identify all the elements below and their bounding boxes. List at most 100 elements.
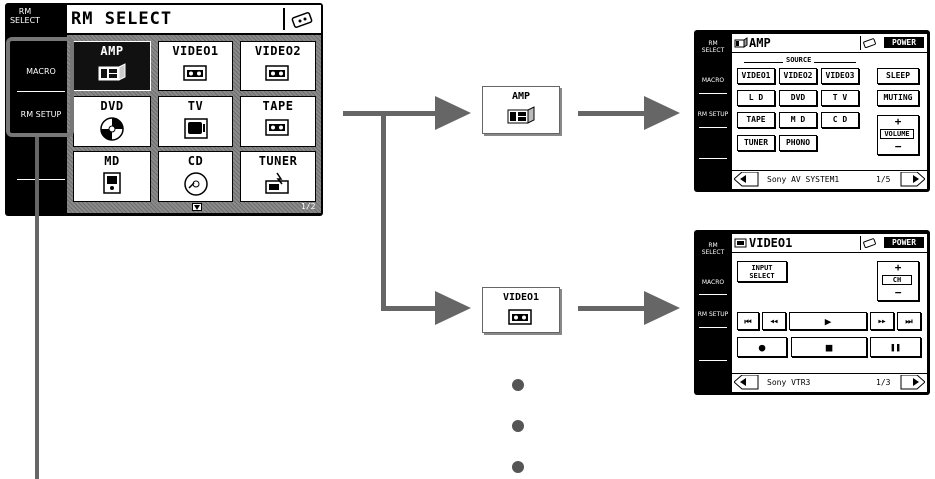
video1-screen-title: VIDEO1 [749, 236, 793, 250]
page-next-icon[interactable] [899, 375, 925, 390]
rail-divider [699, 327, 727, 328]
arrow-head-icon [435, 291, 471, 325]
volume-up-button[interactable]: + [894, 115, 902, 128]
rm-select-corner-label: RM SELECT [9, 7, 41, 25]
pause-button[interactable]: ❚❚ [870, 337, 921, 357]
source-video3-button[interactable]: VIDEO3 [821, 68, 859, 84]
remote-icon[interactable] [863, 37, 877, 48]
page-title: RM SELECT [71, 9, 173, 29]
video-icon [734, 238, 747, 248]
rewind-button[interactable]: ◀◀ [762, 312, 786, 330]
video-icon [265, 65, 289, 81]
ellipsis-dot [512, 420, 524, 432]
page-indicator: 1/5 [876, 175, 891, 184]
channel-down-button[interactable]: − [894, 286, 902, 299]
source-dvd-button[interactable]: DVD [779, 90, 817, 106]
title-divider [860, 236, 861, 250]
rail-item-rm-setup[interactable]: RM SETUP [20, 110, 62, 119]
rail-item-rm-setup[interactable]: RM SETUP [697, 311, 729, 318]
status-divider [732, 170, 927, 171]
rail-divider [699, 158, 727, 159]
rail-divider [17, 179, 65, 180]
tile-md[interactable]: MD [73, 151, 151, 202]
channel-up-button[interactable]: + [894, 261, 902, 274]
power-button[interactable]: POWER [884, 237, 924, 248]
tile-tuner[interactable]: TUNER [240, 151, 316, 202]
rm-select-corner-label[interactable]: RM SELECT [701, 40, 725, 54]
tile-amp[interactable]: AMP [73, 41, 151, 91]
channel-label: CH [882, 275, 912, 285]
rm-setup-connector-line [35, 137, 39, 479]
ellipsis-dot [512, 379, 524, 391]
page-prev-icon[interactable] [734, 172, 760, 187]
status-divider [732, 373, 927, 374]
tape-icon [265, 119, 289, 136]
mini-tile-video1: VIDEO1 [482, 287, 560, 333]
rail-divider [699, 294, 727, 295]
source-tape-button[interactable]: TAPE [737, 112, 775, 128]
play-button[interactable]: ▶ [789, 312, 867, 330]
input-select-button[interactable]: INPUT SELECT [737, 261, 787, 282]
amp-screen: RM SELECT MACRO RM SETUP AMP POWER SOURC… [694, 30, 930, 192]
arrow-to-amp-screen [578, 111, 648, 116]
rail-item-rm-setup[interactable]: RM SETUP [697, 111, 729, 118]
connector-line [343, 111, 385, 116]
status-text: Sony AV SYSTEM1 [767, 175, 840, 184]
title-underline [732, 52, 927, 53]
source-phono-button[interactable]: PHONO [779, 135, 817, 151]
source-video1-button[interactable]: VIDEO1 [737, 68, 775, 84]
fast-forward-button[interactable]: ▶▶ [870, 312, 894, 330]
skip-back-button[interactable]: ⏮ [737, 312, 759, 330]
tile-cd[interactable]: CD [158, 151, 233, 202]
cd-icon [183, 172, 208, 196]
ellipsis-dot [512, 461, 524, 473]
rm-select-screen: RM SELECT MACRO RM SETUP RM SELECT AMP V… [5, 3, 323, 216]
page-next-icon[interactable] [899, 172, 925, 187]
tv-icon [183, 118, 208, 139]
disc-icon [100, 117, 124, 141]
page-prev-icon[interactable] [734, 375, 760, 390]
title-bar: RM SELECT [67, 5, 321, 33]
source-cd-button[interactable]: C D [821, 112, 859, 128]
title-divider [860, 36, 861, 50]
rail-item-macro[interactable]: MACRO [701, 77, 725, 84]
tile-tv[interactable]: TV [158, 96, 233, 147]
arrow-to-amp-tile [383, 111, 438, 116]
video1-screen: RM SELECT MACRO RM SETUP VIDEO1 POWER IN… [694, 230, 930, 395]
tile-tape[interactable]: TAPE [240, 96, 316, 147]
amp-icon [507, 106, 535, 124]
rail-divider [699, 360, 727, 361]
source-tv-button[interactable]: T V [821, 90, 859, 106]
video-icon [508, 309, 532, 325]
record-button[interactable]: ● [737, 337, 787, 357]
rail-item-macro[interactable]: MACRO [26, 67, 56, 76]
source-ld-button[interactable]: L D [737, 90, 775, 106]
skip-forward-button[interactable]: ⏭ [897, 312, 921, 330]
rail-highlight-box [6, 37, 74, 137]
tile-video1[interactable]: VIDEO1 [158, 41, 233, 91]
page-indicator: 1/3 [876, 378, 891, 387]
stop-button[interactable]: ■ [791, 337, 867, 357]
muting-button[interactable]: MUTING [877, 90, 919, 106]
source-tuner-button[interactable]: TUNER [737, 135, 775, 151]
tile-dvd[interactable]: DVD [73, 96, 151, 147]
title-underline [732, 252, 927, 253]
status-text: Sony VTR3 [767, 378, 811, 387]
rm-select-corner-label[interactable]: RM SELECT [701, 242, 725, 256]
rail-divider [17, 91, 65, 92]
remote-icon[interactable] [863, 237, 877, 248]
tile-video2[interactable]: VIDEO2 [240, 41, 316, 91]
sleep-button[interactable]: SLEEP [877, 68, 919, 84]
tuner-icon [265, 172, 289, 194]
amp-panel [732, 34, 927, 189]
rail-item-macro[interactable]: MACRO [701, 279, 725, 286]
md-icon [103, 172, 121, 194]
source-video2-button[interactable]: VIDEO2 [779, 68, 817, 84]
source-md-button[interactable]: M D [779, 112, 817, 128]
volume-down-button[interactable]: − [894, 140, 902, 153]
remote-icon[interactable] [291, 10, 315, 28]
mini-tile-amp: AMP [482, 86, 560, 134]
arrow-to-video-screen [578, 306, 648, 311]
power-button[interactable]: POWER [884, 37, 924, 48]
volume-label: VOLUME [880, 129, 914, 139]
